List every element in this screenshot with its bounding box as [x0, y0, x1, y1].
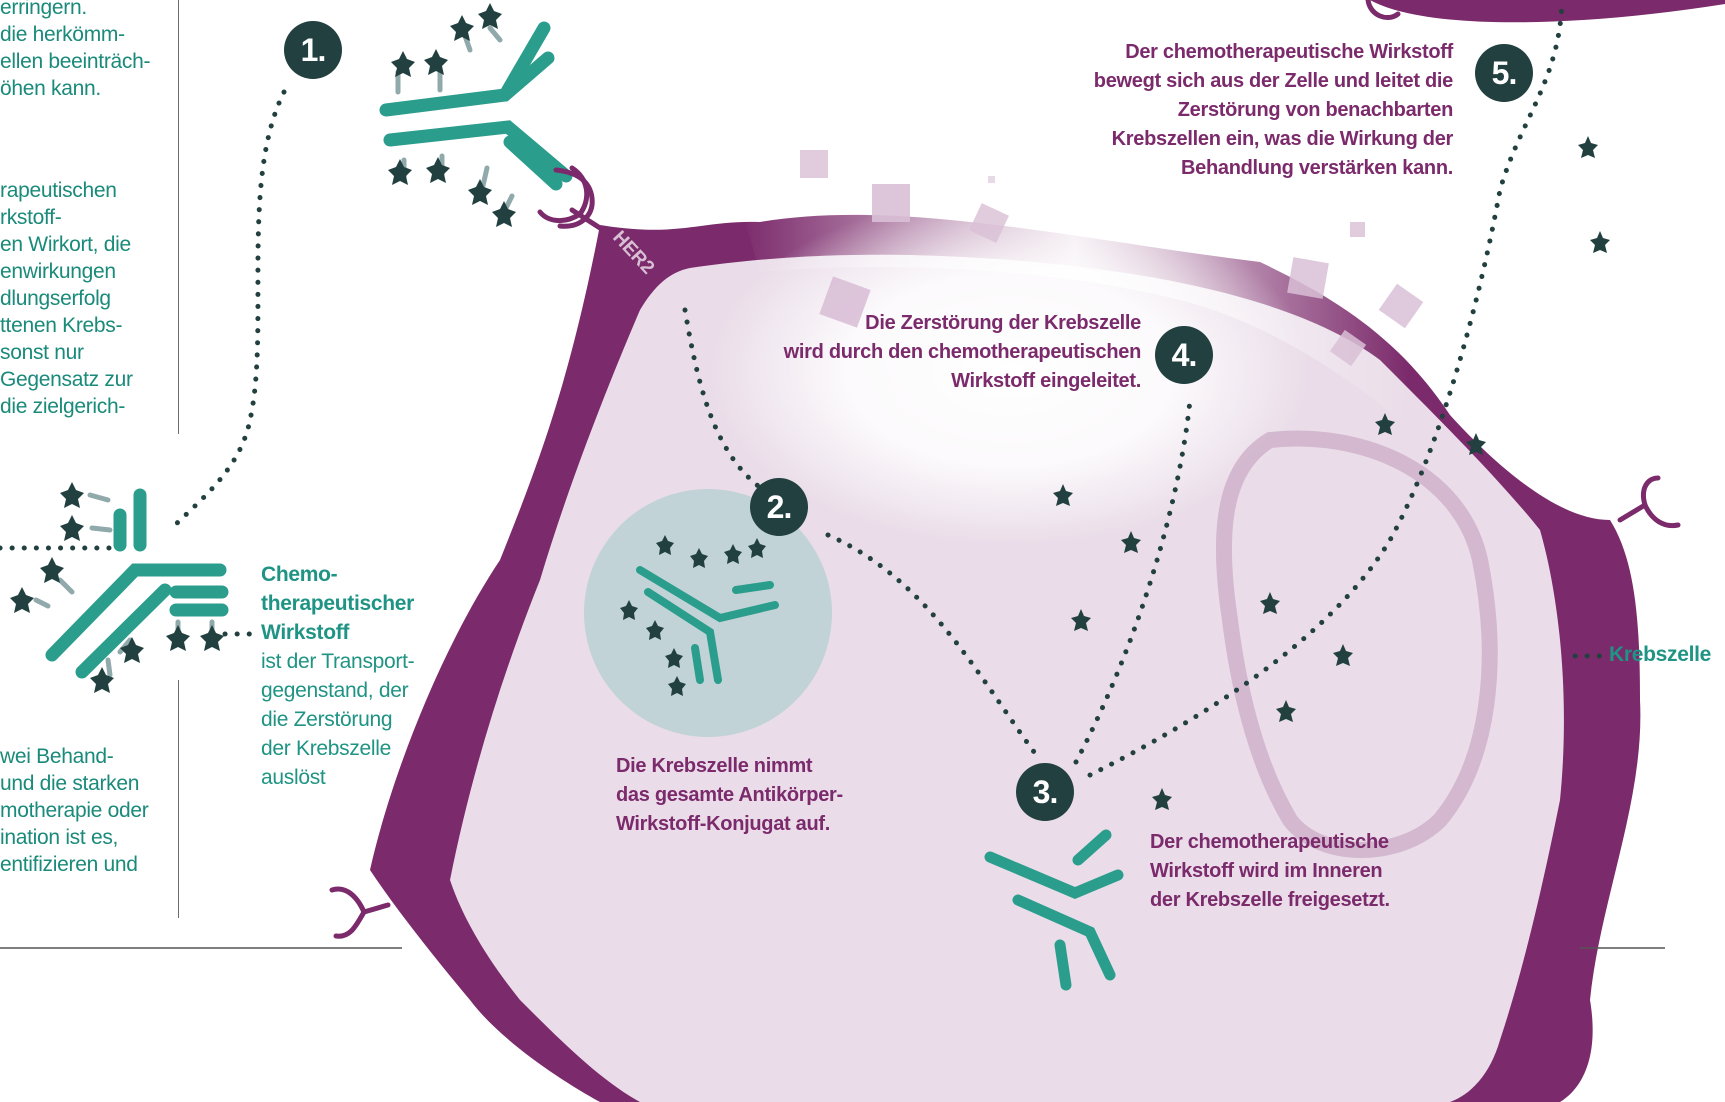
neighbor-receptor — [1365, 0, 1401, 20]
left-line: sonst nur — [0, 341, 84, 364]
step-4-line: Wirkstoff eingeleitet. — [951, 370, 1141, 392]
step-4-line: Die Zerstörung der Krebszelle — [865, 312, 1141, 334]
step-5-line: Zerstörung von benachbarten — [1177, 99, 1454, 121]
legend-drug-desc: auslöst — [261, 766, 326, 789]
left-line: enwirkungen — [0, 260, 116, 283]
step-5-line: Krebszellen ein, was die Wirkung der — [1111, 128, 1454, 150]
step-3-text: Der chemotherapeutische Wirkstoff wird i… — [1150, 828, 1440, 915]
cell-glow — [710, 195, 1310, 545]
drug-payloads-legend — [10, 482, 224, 693]
left-text-block-1: erringern. die herkömm- ellen beeinträch… — [0, 0, 170, 102]
step-3-line: Wirkstoff wird im Inneren — [1150, 860, 1383, 882]
step-3-line: Der chemotherapeutische — [1150, 831, 1389, 853]
left-line: rkstoff- — [0, 206, 62, 229]
step-5-text: Der chemotherapeutische Wirkstoff bewegt… — [1020, 38, 1454, 183]
left-line: die herkömm- — [0, 23, 125, 46]
left-line: öhen kann. — [0, 77, 101, 100]
drug-payloads-1 — [388, 3, 516, 227]
legend-drug: Chemo- therapeutischer Wirkstoff ist der… — [261, 560, 431, 792]
antibody-drug-conjugate-legend — [10, 482, 229, 693]
left-line: motherapie oder — [0, 799, 149, 822]
step-2-line: Die Krebszelle nimmt — [616, 755, 813, 777]
step-4-line: wird durch den chemotherapeutischen — [783, 341, 1142, 363]
left-line: ttenen Krebs- — [0, 314, 123, 337]
left-line: Gegensatz zur — [0, 368, 133, 391]
legend-drug-title: Wirkstoff — [261, 621, 350, 644]
left-line: die zielgerich- — [0, 395, 126, 418]
receptor-hook-right — [1617, 475, 1681, 529]
left-line: entifizieren und — [0, 853, 138, 876]
left-line: ellen beeinträch- — [0, 50, 151, 73]
receptor-hook-left — [329, 886, 391, 939]
drug-debris-squares — [800, 150, 1424, 367]
step-5-line: Der chemotherapeutische Wirkstoff — [1125, 41, 1453, 63]
antibody-drug-conjugate-2 — [620, 535, 779, 696]
step-badge-1: 1. — [284, 21, 342, 79]
step-badge-4: 4. — [1155, 326, 1213, 384]
left-line: rapeutischen — [0, 179, 117, 202]
left-text-block-2: rapeutischen rkstoff- en Wirkort, die en… — [0, 177, 170, 420]
nucleus-outline — [1215, 430, 1498, 858]
step-4-text: Die Zerstörung der Krebszelle wird durch… — [720, 309, 1142, 396]
step-badge-2: 2. — [750, 478, 808, 536]
left-line: ination ist es, — [0, 826, 119, 849]
left-line: und die starken — [0, 772, 140, 795]
her2-cup — [553, 167, 595, 229]
legend-drug-desc: der Krebszelle — [261, 737, 392, 760]
step-badge-3: 3. — [1016, 763, 1074, 821]
antibody-free-3 — [984, 829, 1124, 991]
legend-drug-desc: die Zerstörung — [261, 708, 393, 731]
left-line: dlungserfolg — [0, 287, 111, 310]
step-2-text: Die Krebszelle nimmt das gesamte Antikör… — [616, 752, 876, 839]
drug-payloads-2 — [620, 535, 766, 696]
column-divider-top — [178, 0, 179, 434]
left-line: en Wirkort, die — [0, 233, 131, 256]
legend-drug-desc: gegenstand, der — [261, 679, 409, 702]
legend-cell-label: Krebszelle — [1609, 643, 1712, 666]
step-badge-5: 5. — [1475, 44, 1533, 102]
free-drug-payloads — [1053, 136, 1610, 810]
column-divider-bottom — [178, 680, 179, 918]
step-2-line: das gesamte Antikörper- — [616, 784, 843, 806]
left-text-block-3: wei Behand- und die starken motherapie o… — [0, 743, 170, 878]
legend-drug-title: therapeutischer — [261, 592, 415, 615]
step-2-line: Wirkstoff-Konjugat auf. — [616, 813, 831, 835]
neighbor-cell — [1370, 0, 1725, 23]
left-line: erringern. — [0, 0, 87, 19]
left-line: wei Behand- — [0, 745, 114, 768]
legend-drug-title: Chemo- — [261, 563, 338, 586]
step-5-line: Behandlung verstärken kann. — [1181, 157, 1453, 179]
step-3-line: der Krebszelle freigesetzt. — [1150, 889, 1390, 911]
cancer-cell-cytoplasm — [450, 254, 1564, 1102]
antibody-drug-conjugate-1 — [379, 3, 573, 227]
legend-drug-desc: ist der Transport- — [261, 650, 415, 673]
step-5-line: bewegt sich aus der Zelle und leitet die — [1093, 70, 1454, 92]
